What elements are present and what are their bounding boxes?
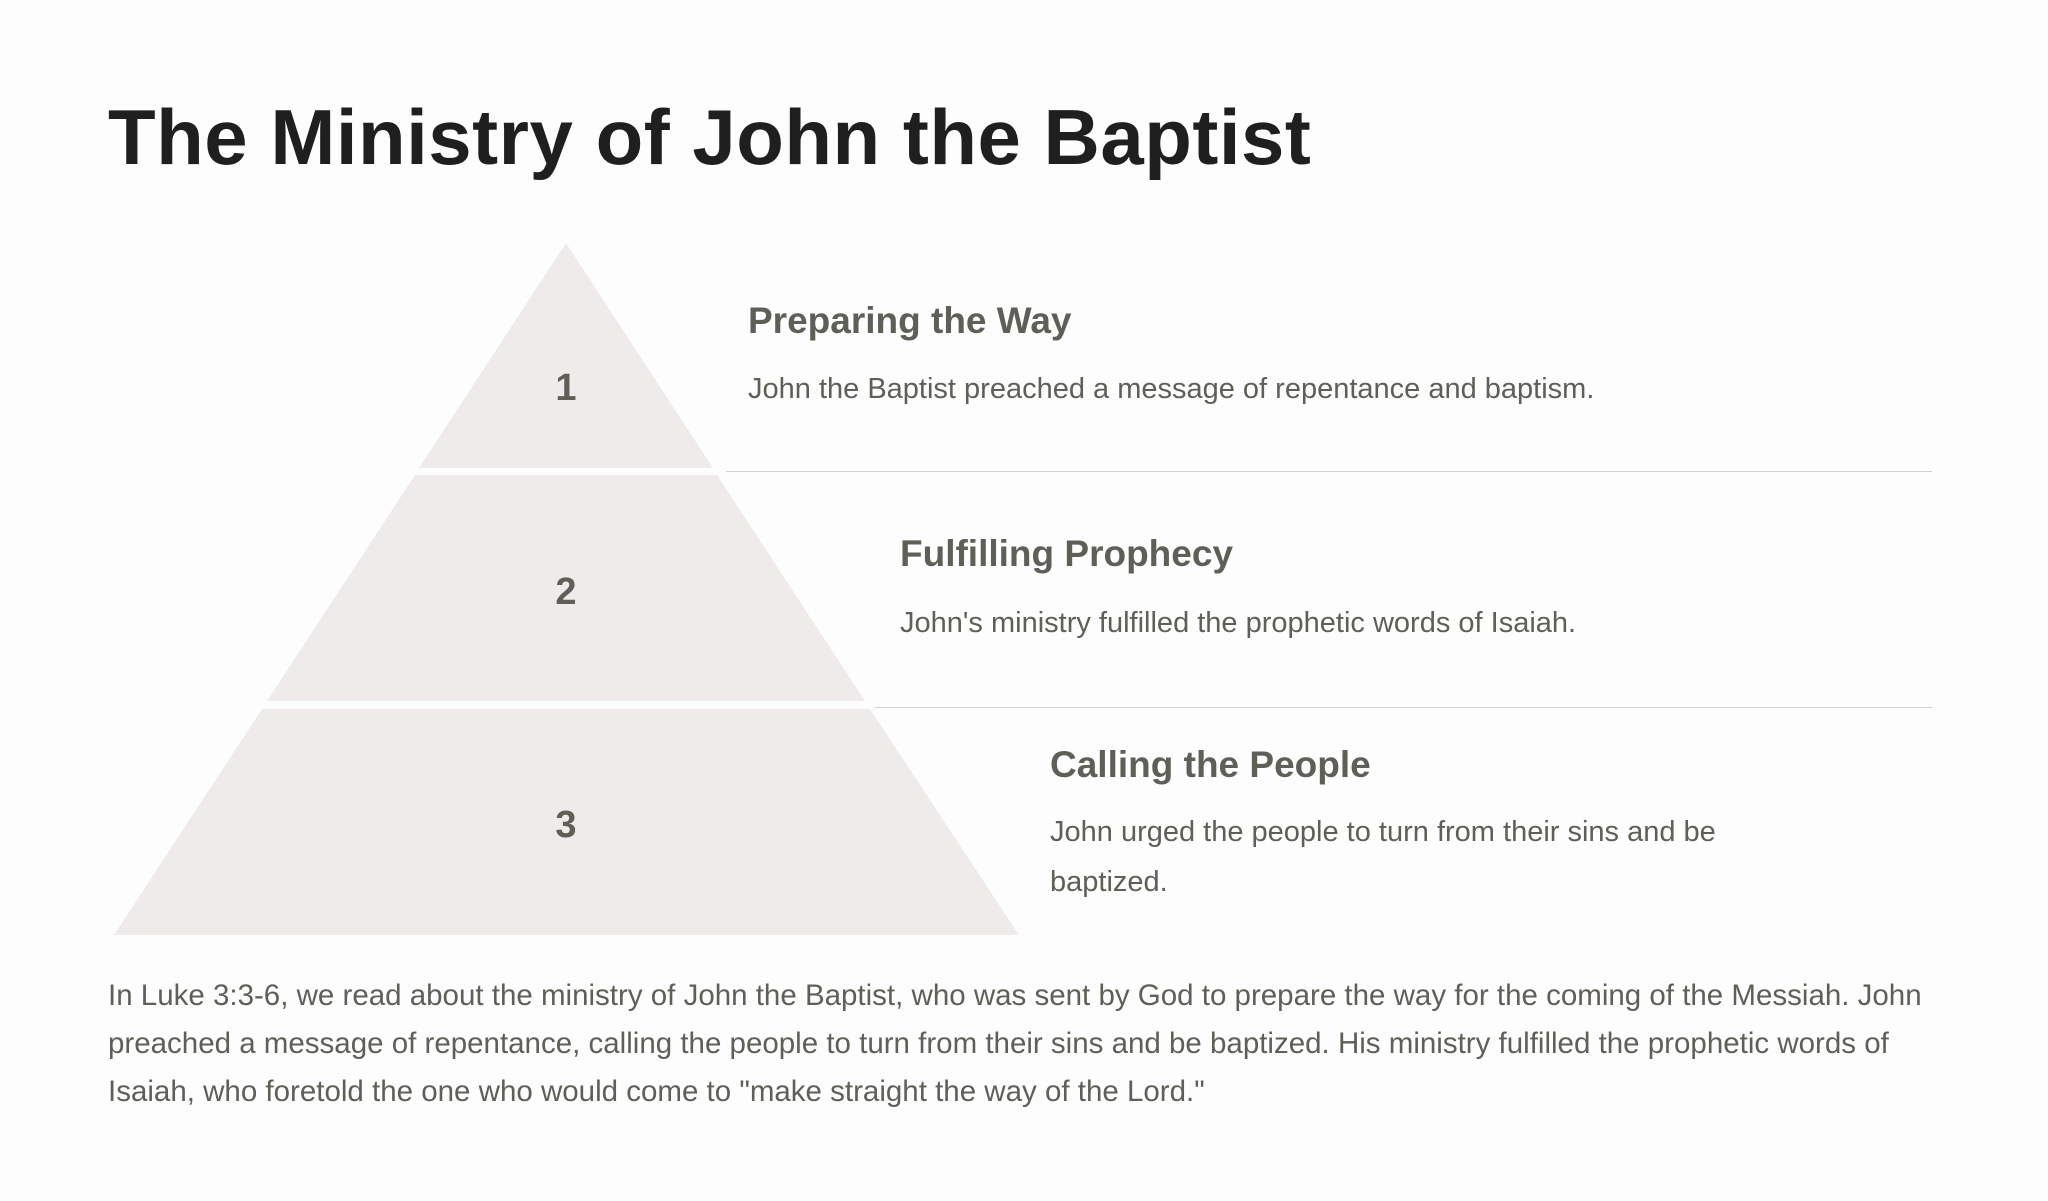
summary-paragraph: In Luke 3:3-6, we read about the ministr… bbox=[108, 979, 1922, 1108]
pyramid-tier-1 bbox=[419, 243, 713, 468]
tier-number-1: 1 bbox=[555, 367, 576, 409]
tier-heading-1: Preparing the Way bbox=[748, 300, 1072, 341]
pyramid-tier-2 bbox=[267, 475, 865, 701]
tier-description-2: John's ministry fulfilled the prophetic … bbox=[900, 607, 1577, 639]
tier-heading-2: Fulfilling Prophecy bbox=[900, 533, 1234, 574]
divider bbox=[726, 471, 1932, 472]
tier-number-2: 2 bbox=[555, 571, 576, 613]
tier-description-1: John the Baptist preached a message of r… bbox=[748, 373, 1595, 405]
divider bbox=[875, 707, 1932, 708]
tier-number-3: 3 bbox=[555, 804, 576, 846]
page-title: The Ministry of John the Baptist bbox=[108, 93, 1312, 181]
pyramid-tier-3 bbox=[114, 709, 1019, 935]
tier-description-3: John urged the people to turn from their… bbox=[1050, 816, 1716, 898]
tier-heading-3: Calling the People bbox=[1050, 744, 1371, 785]
